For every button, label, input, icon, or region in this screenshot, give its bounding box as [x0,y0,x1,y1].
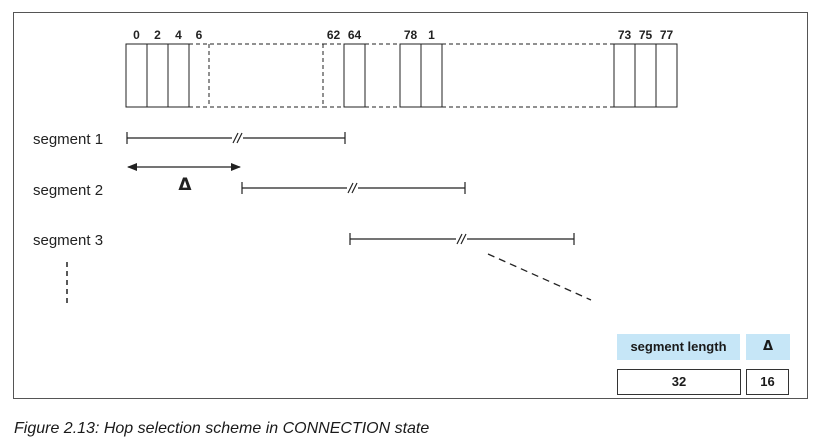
channel-cell-0 [125,43,148,108]
segment-2-label: segment 2 [33,182,103,199]
channel-label-73: 73 [618,28,632,42]
legend-delta-value: 16 [746,369,789,395]
channel-cell-77 [655,43,678,108]
channel-label-0: 0 [133,28,140,42]
segment-3-span [349,233,575,245]
channel-label-62: 62 [327,28,341,42]
channel-cell-64 [343,43,366,108]
break-mark [232,132,239,144]
channel-cell-2 [146,43,169,108]
figure-caption: Figure 2.13: Hop selection scheme in CON… [14,420,430,437]
channel-gap-dashed-2 [365,43,401,108]
channel-cell-73 [613,43,636,108]
channel-gap-dashed-3 [442,43,615,108]
channel-cell-78 [399,43,422,108]
channel-label-4: 4 [175,28,182,42]
continuation-diagonal-dash [487,253,592,301]
channel-label-77: 77 [660,28,674,42]
channel-label-64: 64 [348,28,362,42]
segment-3-label: segment 3 [33,232,103,249]
segment-2-span [241,182,466,194]
figure-frame [13,12,808,399]
channel-label-1: 1 [428,28,435,42]
legend-segment-length-header: segment length [617,334,740,360]
channel-label-2: 2 [154,28,161,42]
break-mark [456,233,463,245]
channel-cell-4 [167,43,190,108]
delta-symbol: Δ [178,175,192,195]
break-mark [347,182,354,194]
channel-cell-75 [634,43,657,108]
segment-1-span [126,132,346,144]
segment-1-label: segment 1 [33,131,103,148]
channel-strip [125,43,678,108]
channel-label-6: 6 [196,28,203,42]
channel-label-75: 75 [639,28,653,42]
legend-segment-length-value: 32 [617,369,741,395]
channel-gap-dashed-1 [189,43,324,108]
channel-cell-1 [420,43,443,108]
channel-label-78: 78 [404,28,418,42]
legend-delta-header: Δ [746,334,790,360]
